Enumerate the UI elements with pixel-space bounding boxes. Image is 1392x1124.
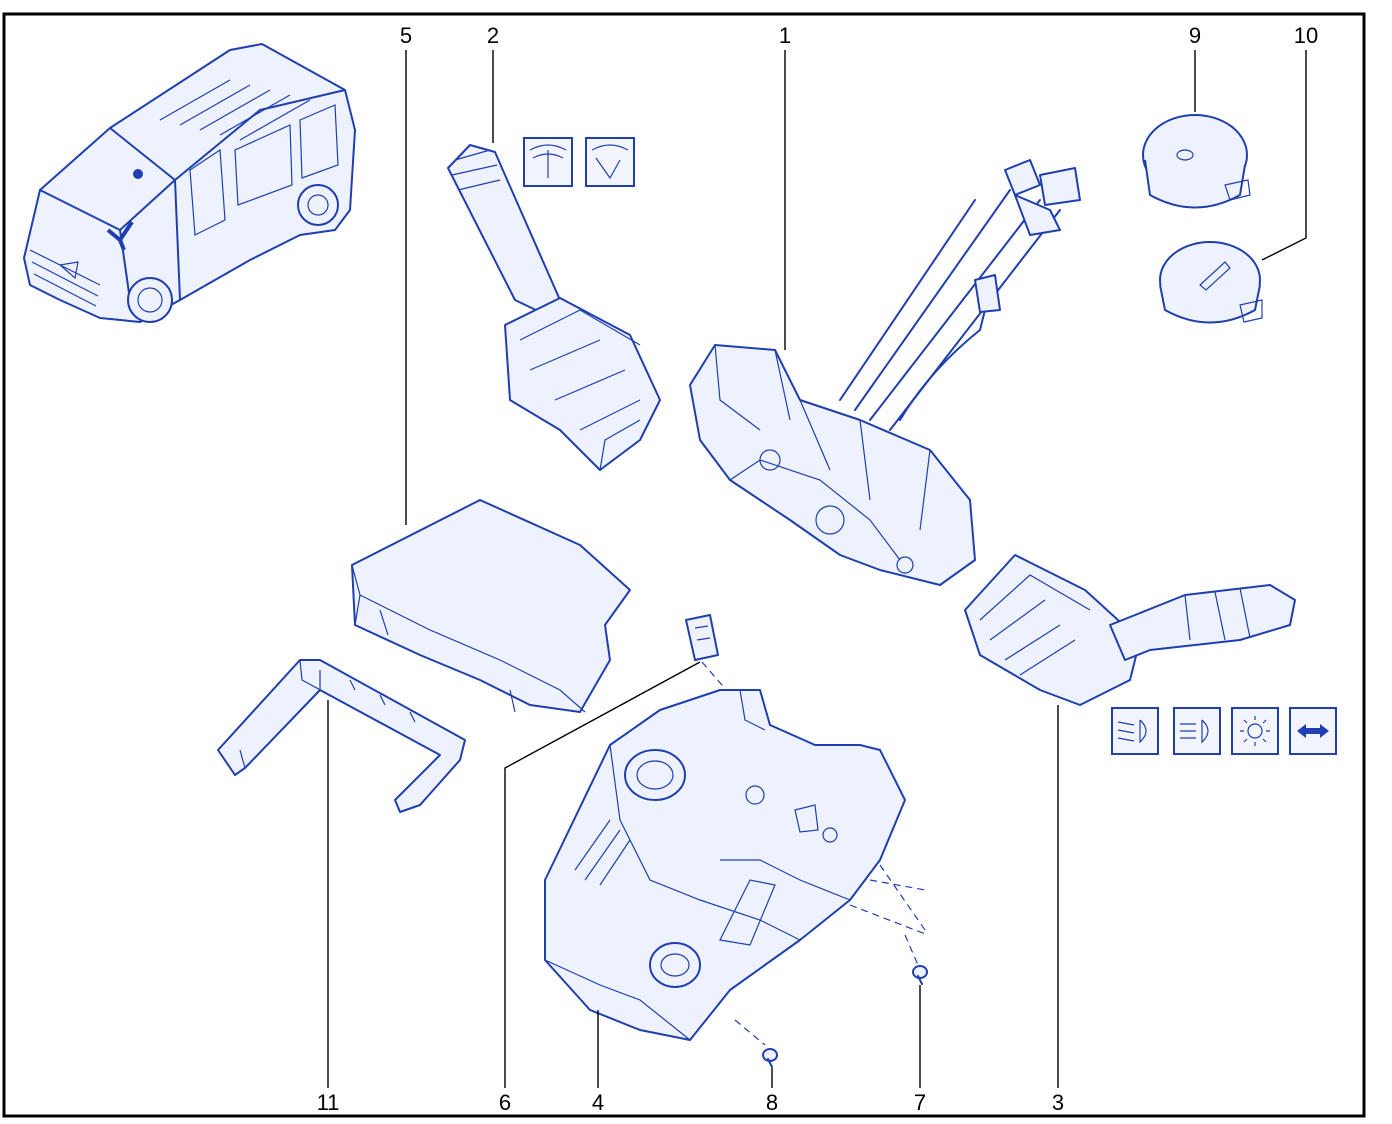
callout-6: 6 (499, 1090, 511, 1115)
part-4-lower-shroud (544, 689, 929, 1041)
callout-11: 11 (317, 1090, 340, 1115)
callout-1: 1 (779, 23, 791, 48)
callout-5: 5 (400, 23, 412, 48)
part-3-lighting-switch (964, 554, 1296, 706)
diagram-frame (2, 12, 1366, 1118)
part-11-bracket (217, 659, 466, 813)
part-6-clip (685, 614, 736, 701)
leader-lines (327, 50, 1307, 1088)
dipped-beam-icon (1111, 707, 1159, 755)
wiper-symbols (523, 137, 635, 187)
lighting-symbols (1111, 707, 1337, 755)
part-2-wiper-switch (447, 144, 661, 471)
callout-numbers: 5 2 1 9 10 11 6 4 8 7 3 (317, 23, 1319, 1115)
part-8-screw (734, 1019, 778, 1068)
callout-2: 2 (487, 23, 499, 48)
part-7-screw (904, 934, 928, 985)
callout-9: 9 (1189, 23, 1201, 48)
part-10-ignition-cap (1159, 241, 1263, 324)
callout-8: 8 (766, 1090, 778, 1115)
part-1-column-switch-assembly (689, 159, 1081, 586)
callout-3: 3 (1052, 1090, 1064, 1115)
part-9-transponder-ring (1142, 114, 1251, 209)
callout-10: 10 (1294, 23, 1318, 48)
parking-light-icon (1231, 707, 1279, 755)
callout-7: 7 (914, 1090, 926, 1115)
callout-4: 4 (592, 1090, 604, 1115)
part-5-upper-shroud (351, 499, 631, 713)
vehicle-illustration (23, 43, 356, 323)
